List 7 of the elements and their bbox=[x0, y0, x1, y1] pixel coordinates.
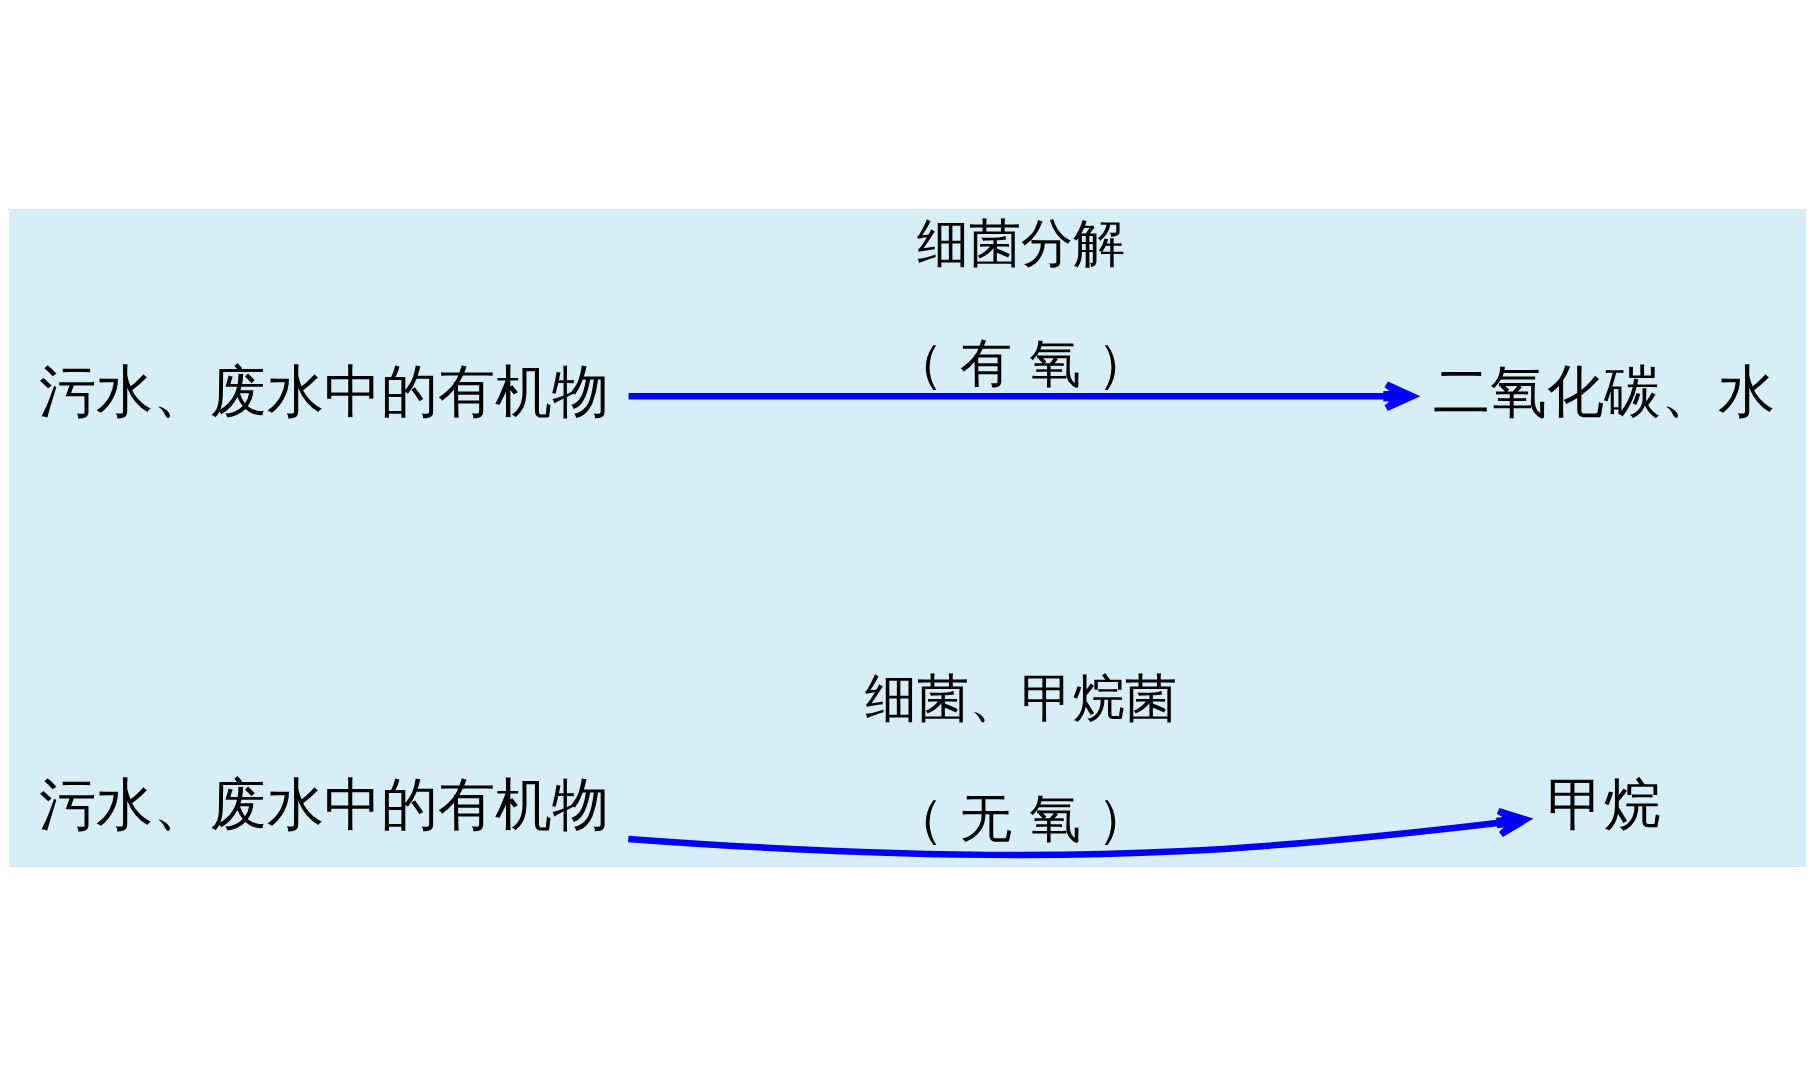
label: （ 有 氧 ） bbox=[891, 332, 1149, 393]
edge-label: 细菌分解 bbox=[916, 213, 1125, 274]
edge-label: 细菌、甲烷菌 bbox=[864, 668, 1177, 729]
node-text: 污水、废水中的有机物 bbox=[38, 771, 609, 838]
node-text: 二氧化碳、水 bbox=[1432, 357, 1775, 424]
node-text: 甲烷 bbox=[1546, 771, 1661, 838]
node-text: 污水、废水中的有机物 bbox=[38, 357, 609, 424]
